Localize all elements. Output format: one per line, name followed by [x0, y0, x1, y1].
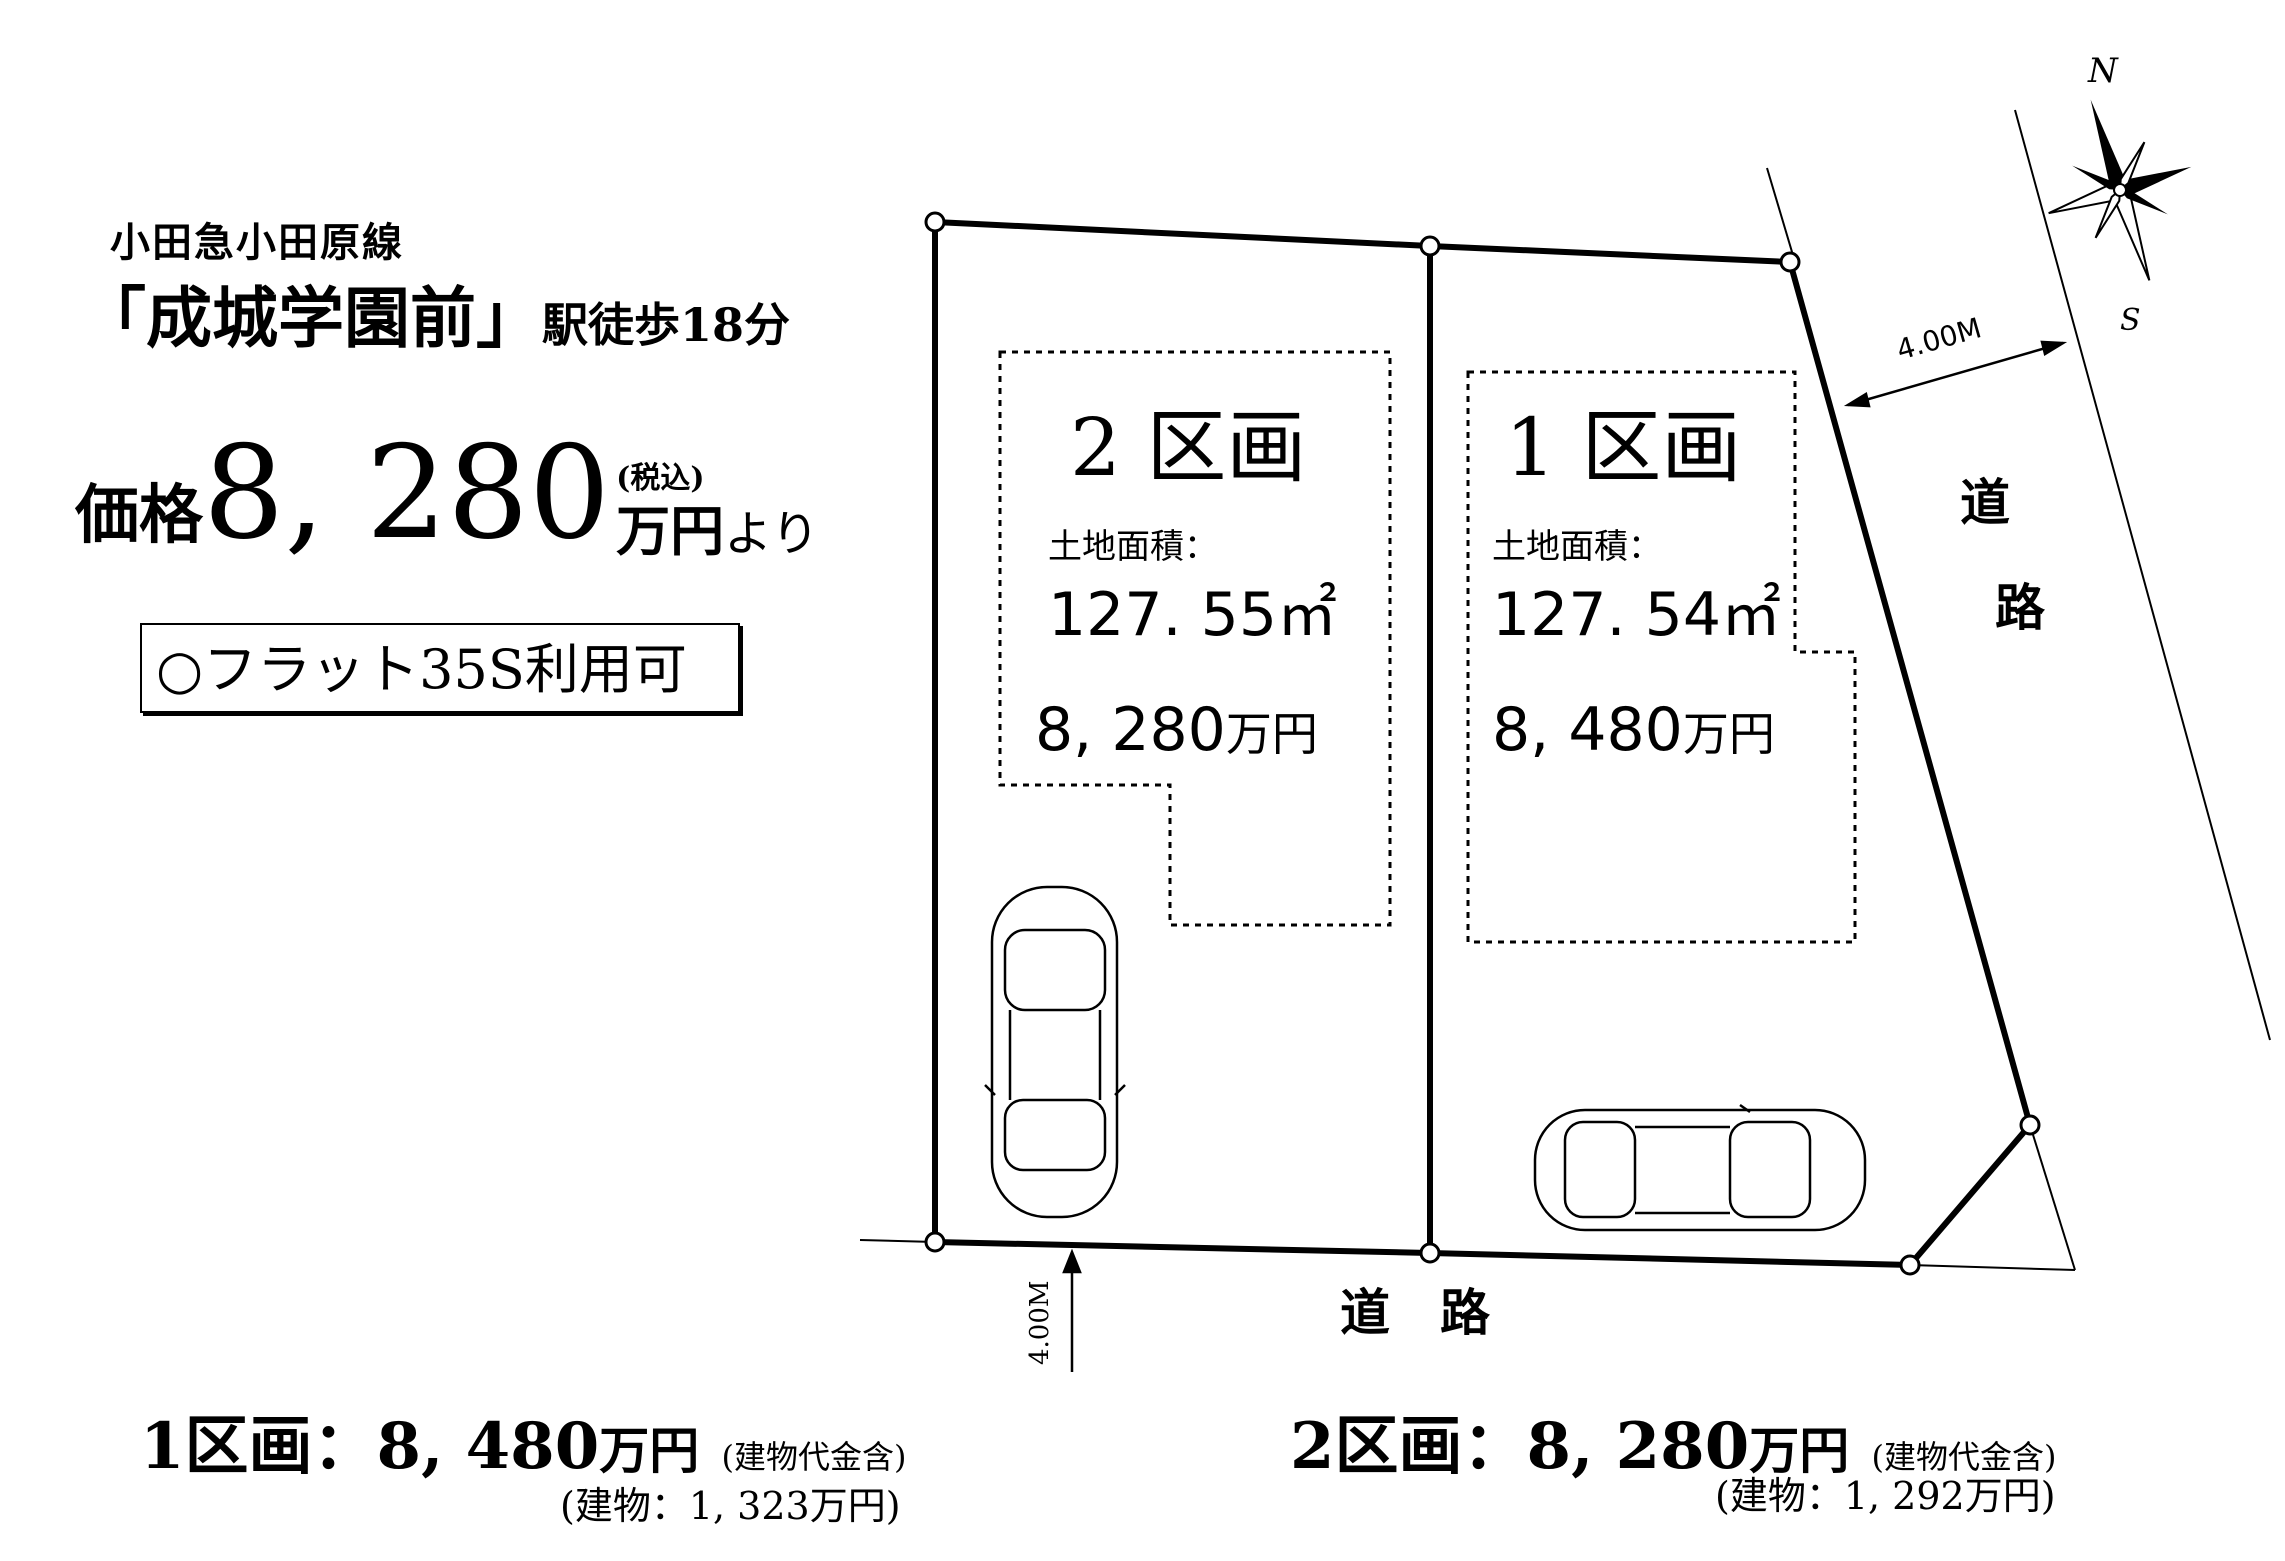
road-width-dimension-bottom	[1062, 1248, 1082, 1372]
lot1-price: 8, 480万円	[1492, 695, 1775, 765]
price-value: 8, 280	[203, 419, 611, 568]
price-label: 価格	[75, 478, 203, 553]
lot2-building-price: (建物：1, 292万円)	[1715, 1474, 2056, 1518]
compass-south-label: S	[2120, 303, 2141, 338]
compass-icon	[2048, 99, 2192, 281]
lot1-summary: 1区画：8, 480万円 (建物代金含)	[140, 1395, 906, 1487]
lot2-summary-label: 2区画：	[1290, 1409, 1527, 1484]
lot1-summary-price: 8, 480	[376, 1409, 600, 1484]
station-name: 「成城学園前」	[80, 279, 542, 357]
road-width-label-right: 4.00M	[1893, 311, 1985, 367]
road-label-bottom: 道 路	[1340, 1283, 1491, 1342]
building-footprint-lot1	[1466, 370, 1857, 944]
walk-time: 駅徒歩18分	[542, 298, 791, 352]
lot1-summary-note: (建物代金含)	[721, 1438, 907, 1476]
price-unit: 万円	[616, 499, 725, 563]
parking-car-lot2	[984, 885, 1126, 1219]
lot2-area-label: 土地面積：	[1048, 527, 1218, 567]
lot1-price-value: 8, 480	[1492, 695, 1683, 765]
road-label-right-2: 路	[1995, 578, 2046, 637]
compass-north-label: N	[2087, 51, 2119, 91]
lot1-summary-label: 1区画：	[140, 1409, 377, 1484]
road-width-label-bottom: 4.00M	[1025, 1280, 1055, 1365]
road-label-right-1: 道	[1960, 473, 2010, 532]
lot2-summary-note: (建物代金含)	[1871, 1438, 2057, 1476]
station-access: 「成城学園前」駅徒歩18分	[80, 285, 790, 351]
lot2-price: 8, 280万円	[1035, 695, 1318, 765]
lot-boundary	[932, 219, 2033, 1268]
lot2-summary-price: 8, 280	[1526, 1409, 1750, 1484]
lot2-name: 2 区画	[1070, 401, 1306, 494]
tax-note: (税込)	[616, 461, 705, 496]
lot1-area-label: 土地面積：	[1492, 527, 1662, 567]
lot2-price-unit: 万円	[1226, 707, 1318, 761]
price-headline: 価格8, 280(税込)万円より	[75, 430, 819, 559]
lot1-summary-unit: 万円	[599, 1421, 700, 1480]
lot1-building-price: (建物：1, 323万円)	[560, 1484, 901, 1528]
lot2-summary: 2区画：8, 280万円 (建物代金含)	[1290, 1395, 2056, 1487]
lot2-area: 127. 55㎡	[1048, 580, 1337, 650]
lot1-name: 1 区画	[1505, 401, 1741, 494]
lot2-summary-unit: 万円	[1749, 1421, 1850, 1480]
railway-line-name: 小田急小田原線	[110, 219, 404, 266]
lot2-price-value: 8, 280	[1035, 695, 1226, 765]
road-edge-line	[2014, 109, 2271, 1041]
lot1-price-unit: 万円	[1683, 707, 1775, 761]
building-footprint-lot2	[998, 350, 1392, 927]
price-unit-stack: (税込)万円より	[616, 461, 819, 559]
price-from: より	[724, 506, 820, 562]
parking-car-lot1	[1533, 1103, 1867, 1232]
lot1-area: 127. 54㎡	[1492, 580, 1781, 650]
road-width-dimension-right	[1843, 340, 2068, 408]
flat35-badge: ○フラット35S利用可	[140, 623, 740, 713]
corner-markers	[924, 211, 2041, 1276]
